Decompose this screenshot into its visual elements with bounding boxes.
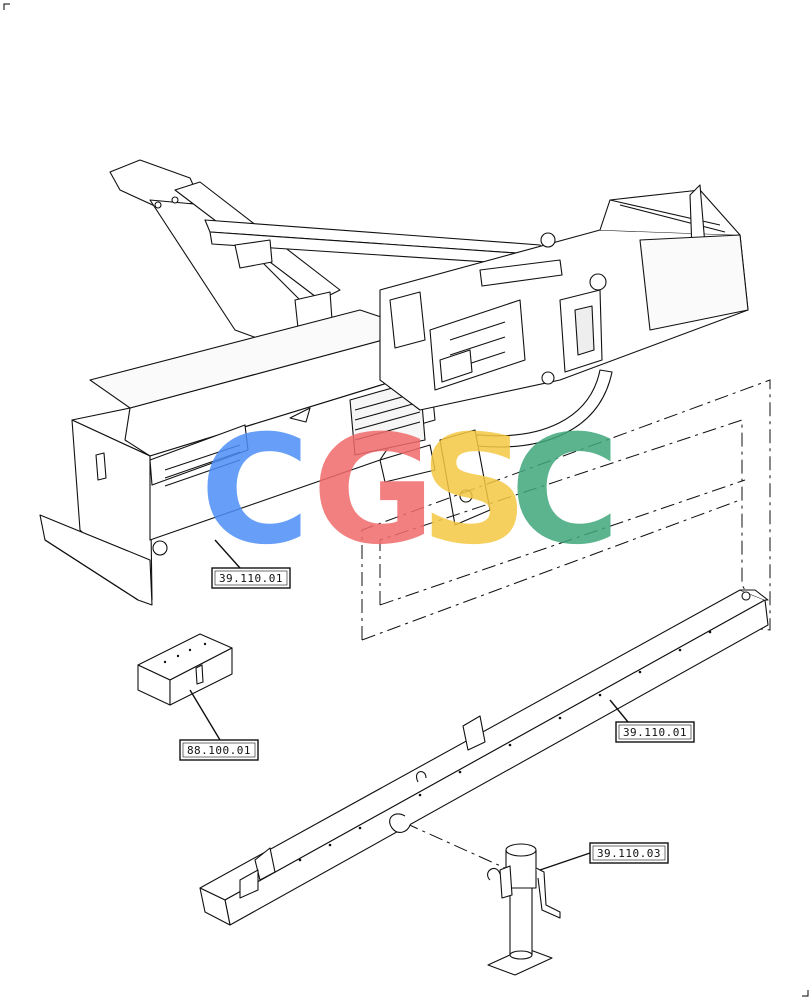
callout-frame-label: 39.110.01 — [219, 572, 283, 585]
watermark-letter-c1: C — [200, 404, 310, 578]
leader-rear-beam — [609, 699, 629, 723]
watermark-letter-s: S — [420, 404, 528, 578]
leader-jack — [539, 852, 591, 871]
callout-rear-beam[interactable]: 39.110.01 — [615, 721, 695, 743]
explode-guide-lines — [361, 379, 771, 869]
parking-jack — [487, 843, 561, 976]
callout-jack[interactable]: 39.110.03 — [589, 842, 669, 864]
main-frame-assembly — [39, 159, 749, 606]
leader-toolbox — [189, 689, 221, 741]
cgsc-watermark: C G S C — [200, 404, 620, 578]
callout-jack-label: 39.110.03 — [597, 847, 661, 860]
callout-toolbox-label: 88.100.01 — [187, 744, 251, 757]
chassis-box — [39, 309, 436, 606]
leader-frame — [214, 539, 241, 569]
callout-toolbox[interactable]: 88.100.01 — [179, 739, 259, 761]
callout-leaders — [189, 539, 629, 871]
knotter-assembly — [379, 184, 749, 411]
rear-beam — [199, 589, 769, 926]
callout-frame[interactable]: 39.110.01 — [211, 567, 291, 589]
corner-marks — [3, 3, 809, 997]
toolbox — [137, 633, 233, 706]
callout-rear-beam-label: 39.110.01 — [623, 726, 687, 739]
watermark-letter-g: G — [312, 404, 435, 578]
hitch-tongue — [109, 159, 549, 351]
side-bracket — [379, 429, 491, 526]
watermark-letter-c2: C — [510, 404, 620, 578]
